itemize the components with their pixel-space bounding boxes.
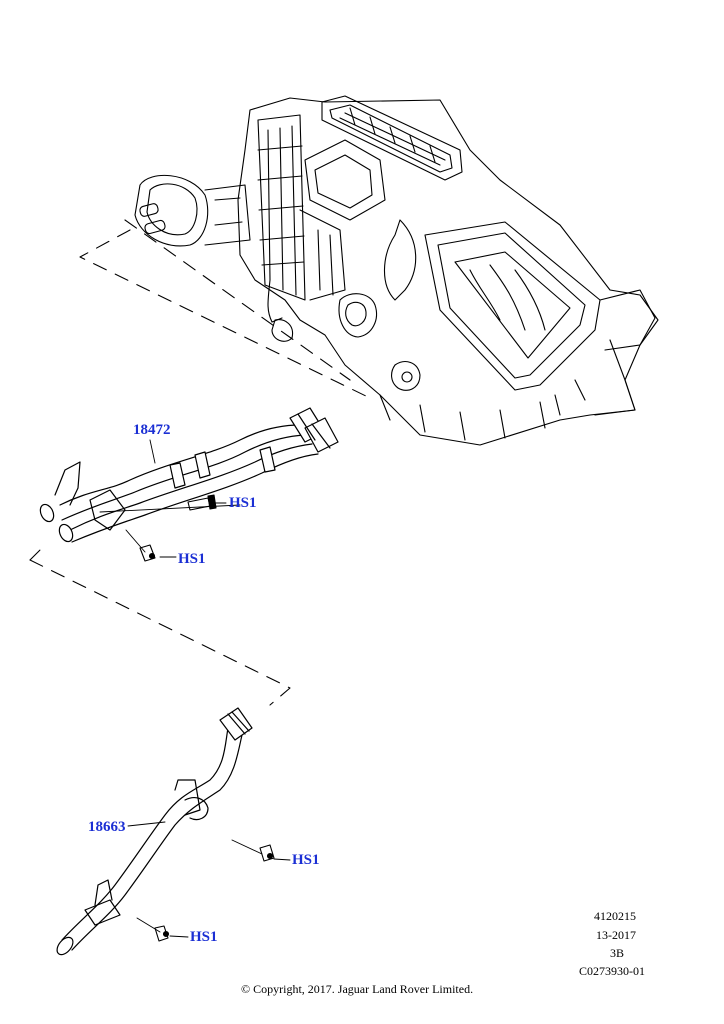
screw-hs1-icon [139, 494, 275, 942]
part-number-18472[interactable]: 18472 [133, 422, 171, 438]
heater-hose-18663 [56, 707, 253, 956]
leader-lines [99, 439, 291, 938]
illustration-code: C0273930-01 [579, 964, 645, 978]
copyright-notice: © Copyright, 2017. Jaguar Land Rover Lim… [241, 982, 474, 996]
alignment-dashed-lines [29, 219, 371, 706]
hs1-label-bottom[interactable]: HS1 [190, 929, 218, 945]
hs1-label-upper[interactable]: HS1 [229, 495, 257, 511]
section-code: 3B [610, 946, 625, 960]
part-number-18663[interactable]: 18663 [88, 819, 126, 835]
hs1-label-lower[interactable]: HS1 [292, 852, 320, 868]
reference-number: 4120215 [594, 909, 636, 923]
heater-housing-assembly [134, 95, 659, 446]
date-code: 13-2017 [596, 928, 636, 942]
heater-hose-assembly-18472 [39, 407, 339, 543]
hs1-label-left[interactable]: HS1 [178, 551, 206, 567]
